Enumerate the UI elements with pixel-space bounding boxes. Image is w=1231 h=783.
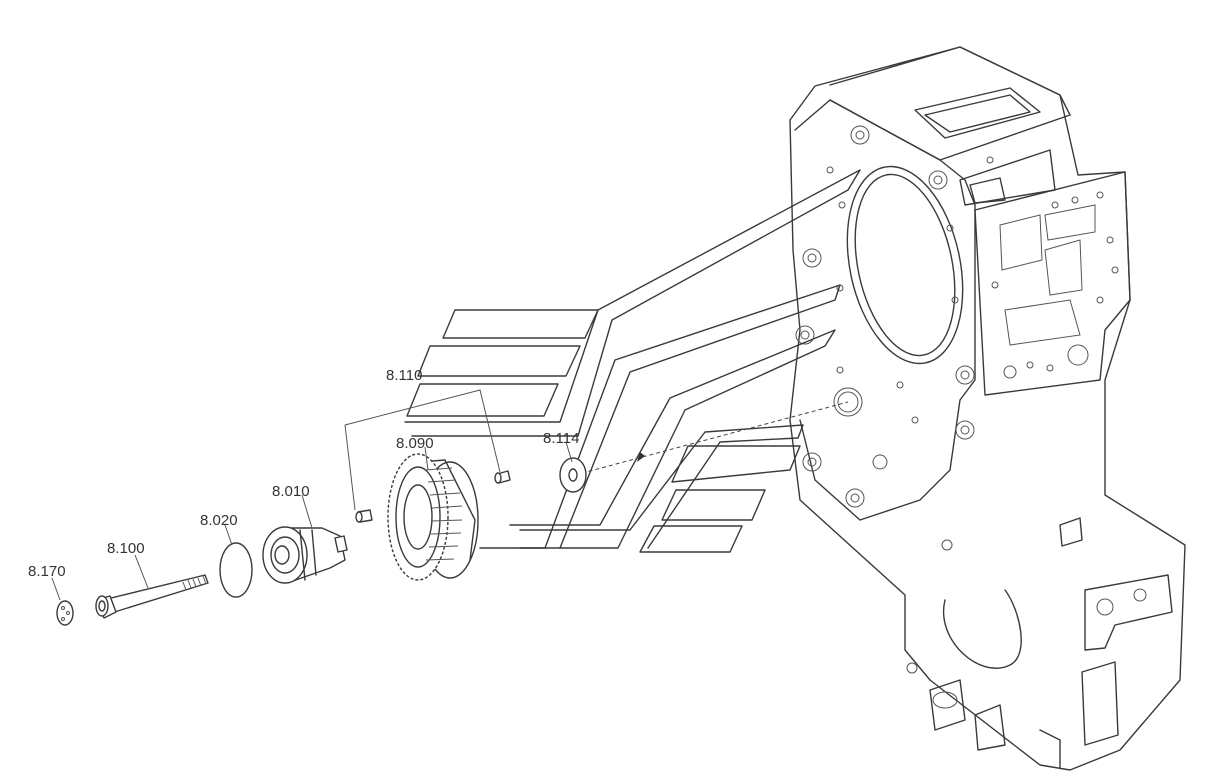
- bolt-holes: [795, 125, 994, 674]
- assembly-centerline: [574, 401, 849, 476]
- valve-plate: [974, 171, 1131, 396]
- label-8090: 8.090: [396, 435, 434, 452]
- part-8110-pins: [355, 470, 511, 523]
- part-8010-hub: [262, 526, 348, 584]
- part-8170-lock-washer: [56, 600, 74, 626]
- label-8020: 8.020: [200, 512, 238, 529]
- label-8010: 8.010: [272, 483, 310, 500]
- part-8020-disc: [219, 542, 253, 598]
- label-8110: 8.110: [386, 367, 422, 384]
- part-8114-washer: [559, 457, 587, 493]
- arrow-head: [637, 452, 645, 462]
- label-8100: 8.100: [107, 540, 145, 557]
- part-8100-bolt: [95, 574, 209, 619]
- gasket-plates: [404, 169, 861, 553]
- transmission-housing: [789, 46, 1186, 771]
- leader-lines: [51, 441, 573, 601]
- pin-leader-bracket: [344, 389, 501, 511]
- part-8090-gear: [387, 453, 479, 581]
- label-8170: 8.170: [28, 563, 66, 580]
- label-8114: 8.114: [543, 430, 579, 447]
